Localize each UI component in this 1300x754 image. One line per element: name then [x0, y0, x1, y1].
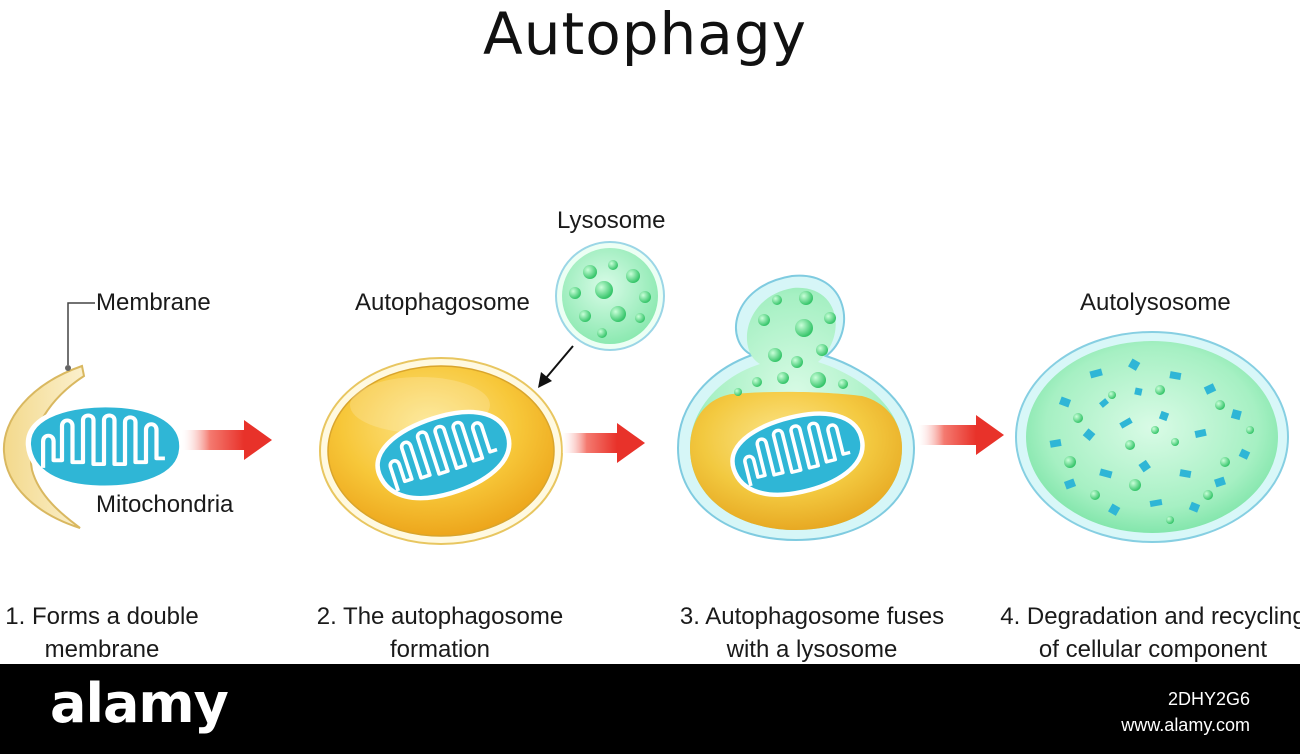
step-1-line-2: membrane: [44, 636, 160, 663]
step-4-line-2: of cellular component: [1038, 636, 1268, 663]
step-1-line-1: 1. Forms a double: [5, 603, 199, 630]
image-reference: 2DHY2G6 www.alamy.com: [1121, 686, 1250, 738]
step3-fusion: [676, 274, 916, 542]
step-caption-4: 4. Degradation and recycling of cellular…: [1000, 600, 1300, 666]
step-4-line-1: 4. Degradation and recycling: [1000, 603, 1300, 630]
step1-mitochondria: [28, 405, 181, 488]
membrane-label: Membrane: [96, 289, 211, 316]
membrane-pointer-line: [67, 302, 95, 365]
source-url: www.alamy.com: [1121, 715, 1250, 735]
step-2-line-2: formation: [389, 636, 491, 663]
arrow-2: [562, 423, 645, 463]
lysosome: [555, 241, 665, 351]
diagram-canvas: [2, 241, 1289, 545]
step-caption-3: 3. Autophagosome fuses with a lysosome: [672, 600, 952, 666]
mitochondria-label: Mitochondria: [96, 491, 234, 518]
step-caption-2: 2. The autophagosome formation: [310, 600, 570, 666]
diagram-title: Autophagy: [483, 0, 807, 68]
brand-logo: alamy: [50, 672, 229, 735]
lysosome-pointer-arrow: [538, 345, 574, 388]
step-caption-1: 1. Forms a double membrane: [0, 600, 204, 666]
step-2-line-1: 2. The autophagosome: [316, 603, 564, 630]
arrow-3: [918, 415, 1004, 455]
autolysosome-label: Autolysosome: [1080, 289, 1231, 316]
watermark-footer: alamy 2DHY2G6 www.alamy.com: [0, 664, 1300, 754]
image-id: 2DHY2G6: [1167, 689, 1250, 709]
step-3-line-2: with a lysosome: [726, 636, 898, 663]
membrane-pointer-dot: [65, 365, 71, 371]
step4-autolysosome: [1015, 331, 1289, 543]
arrow-1: [182, 420, 272, 460]
autophagosome-label: Autophagosome: [355, 289, 530, 316]
lysosome-label: Lysosome: [557, 207, 666, 234]
step-3-line-1: 3. Autophagosome fuses: [679, 603, 945, 630]
